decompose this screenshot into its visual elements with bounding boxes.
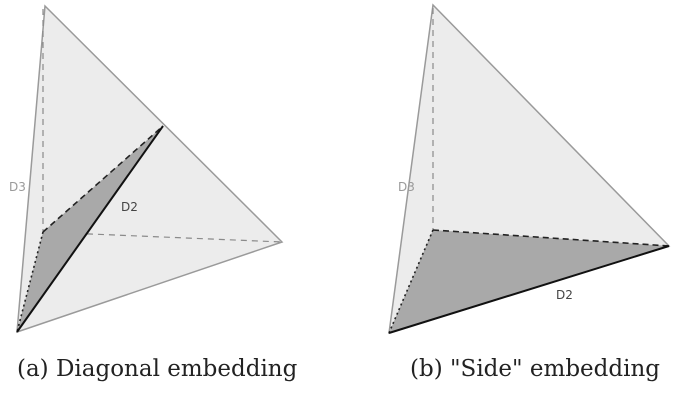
caption-side: (b) "Side" embedding bbox=[410, 356, 660, 382]
side-solid-edge bbox=[388, 245, 670, 334]
front-face bbox=[16, 4, 284, 334]
tetrahedron-side: D3 D2 bbox=[388, 3, 671, 335]
diagonal-dotted-edge bbox=[16, 231, 44, 333]
d2-label: D2 bbox=[121, 200, 138, 214]
d2-label: D2 bbox=[556, 288, 573, 302]
diagonal-dashed-edge bbox=[42, 125, 164, 233]
d3-label: D3 bbox=[9, 180, 26, 194]
tetrahedron-diagonal: D3 D2 bbox=[9, 4, 284, 334]
diagonal-embedding-figure: D3 D2 bbox=[0, 0, 300, 345]
caption-diagonal: (a) Diagonal embedding bbox=[17, 356, 298, 382]
diagonal-solid-edge bbox=[16, 125, 164, 333]
side-dotted-edge bbox=[388, 229, 434, 334]
side-subdivision bbox=[389, 230, 669, 333]
side-embedding-figure: D3 D2 bbox=[380, 0, 684, 345]
hidden-base-edge bbox=[42, 231, 283, 243]
d3-label: D3 bbox=[398, 180, 415, 194]
